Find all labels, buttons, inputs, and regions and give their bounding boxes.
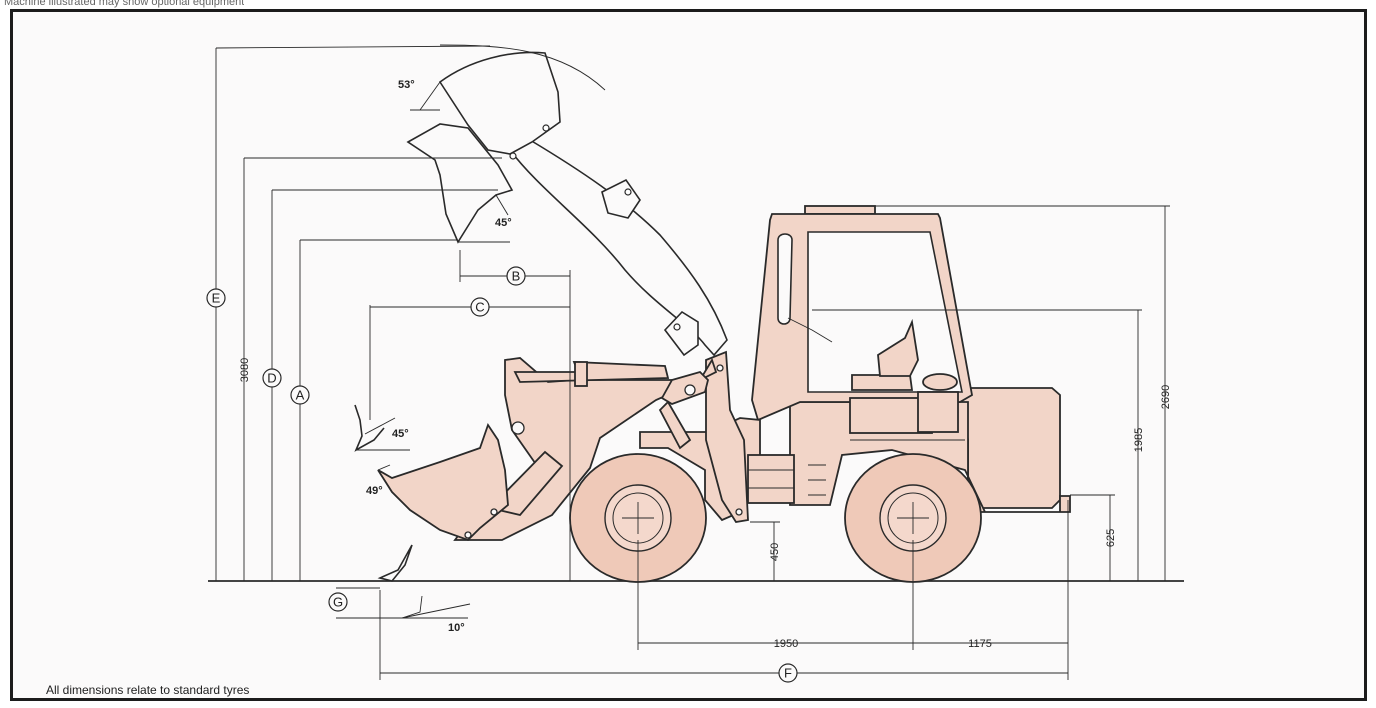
label-C: C [475, 300, 484, 315]
angle-49: 49° [366, 485, 383, 497]
raised-arm-outline [508, 139, 728, 357]
footer-note: All dimensions relate to standard tyres [46, 683, 250, 697]
label-B: B [512, 269, 521, 284]
dimension-D: D [262, 189, 498, 581]
label-A: A [296, 388, 305, 403]
angle-53: 53° [398, 79, 415, 91]
operator-cab [751, 205, 973, 434]
dimension-3080: 3080 [239, 157, 502, 581]
dimension-A: A [290, 239, 458, 581]
bucket-ground [377, 422, 509, 542]
dimension-E: E [206, 45, 491, 581]
lift-arm [453, 357, 743, 541]
dimension-C: C [369, 297, 570, 420]
value-1175: 1175 [968, 638, 992, 650]
bucket-max-raised [410, 44, 606, 160]
value-3080: 3080 [239, 358, 251, 382]
value-1985: 1985 [1133, 428, 1145, 452]
label-D: D [267, 371, 276, 386]
value-1950: 1950 [774, 638, 798, 650]
diagram-frame [10, 9, 1367, 701]
rear-tyre [844, 453, 982, 583]
angle-45-top: 45° [495, 217, 512, 229]
bucket-dump-position [406, 123, 514, 244]
label-F: F [784, 666, 792, 681]
dimension-625: 625 [1070, 494, 1117, 581]
value-625: 625 [1105, 529, 1117, 547]
bucket-carry-angle [354, 404, 410, 452]
angle-10: 10° [448, 622, 465, 634]
dimension-450: 450 [750, 521, 781, 581]
dimension-F: F [379, 590, 1068, 683]
front-frame [639, 350, 795, 523]
value-2690: 2690 [1160, 385, 1172, 409]
dimension-B: B [459, 250, 571, 581]
angle-45-mid: 45° [392, 428, 409, 440]
label-G: G [333, 595, 343, 610]
bucket-dig-depth [377, 544, 471, 619]
label-E: E [212, 291, 221, 306]
header-note: Machine illustrated may show optional eq… [4, 0, 245, 8]
value-450: 450 [769, 543, 781, 561]
dimension-G: G [328, 587, 402, 619]
dimension-wheelbase: 1950 1175 [637, 500, 1069, 680]
dimension-2690: 2690 [875, 205, 1172, 581]
dimension-1985: 1985 [812, 309, 1145, 581]
